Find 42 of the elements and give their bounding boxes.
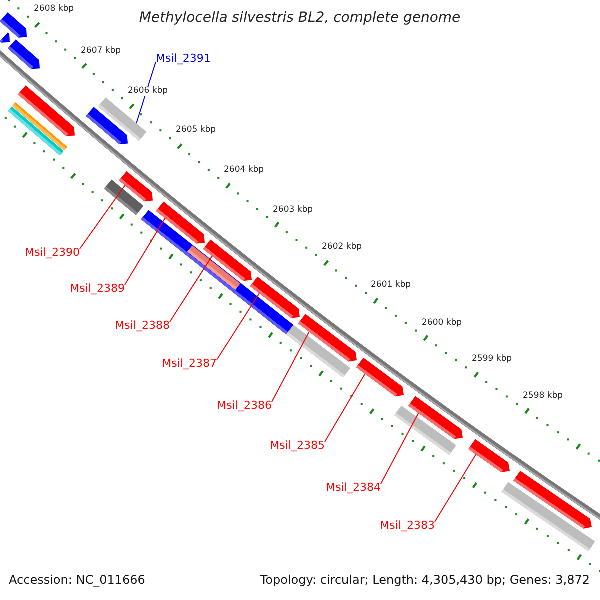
scale-label: 2598 kbp: [523, 392, 564, 400]
scale-label: 2606 kbp: [128, 87, 168, 96]
gene-label: Msil_2390: [25, 247, 80, 258]
scale-label: 2608 kbp: [34, 5, 74, 14]
gene-bar: [286, 325, 351, 378]
gene-label: Msil_2389: [70, 283, 125, 294]
gene-label: Msil_2388: [115, 320, 170, 331]
scale-label: 2601 kbp: [371, 281, 412, 290]
scale-label: 2602 kbp: [322, 243, 362, 252]
scale-label: 2603 kbp: [273, 206, 314, 214]
leader-line: [80, 185, 126, 250]
gene-block: [356, 358, 404, 397]
gene-label: Msil_2383: [380, 520, 435, 531]
title: Methylocella silvestris BL2, complete genome: [138, 11, 462, 25]
gene-label: Msil_2391: [156, 53, 211, 64]
leader-line: [434, 454, 477, 522]
leader-line: [324, 374, 366, 442]
leader-line: [170, 256, 213, 322]
gene-label: Msil_2386: [217, 400, 272, 411]
scale-label: 2605 kbp: [176, 126, 216, 134]
footer-text: Topology: circular; Length: 4,305,430 bp; Genes: 3,872: [260, 574, 590, 586]
scale-label: 2599 kbp: [472, 355, 512, 364]
scale-label: 2604 kbp: [224, 166, 264, 174]
gene-block: [468, 439, 510, 472]
gene-bar: [394, 406, 456, 456]
gene-bar: [502, 482, 596, 552]
footer-text: Accession: NC_011666: [9, 574, 146, 586]
gene-label: Msil_2387: [162, 358, 217, 369]
gene-block: [8, 40, 40, 70]
gene-block: [86, 107, 128, 144]
leader-line: [124, 218, 166, 286]
scale-label: 2607 kbp: [81, 47, 122, 56]
gene-label: Msil_2384: [326, 482, 381, 493]
leader-line: [380, 412, 420, 484]
leader-line: [272, 332, 310, 402]
leader-line: [136, 62, 156, 124]
gene-block: [0, 12, 27, 38]
gene-label: Msil_2385: [270, 440, 325, 451]
leader-line: [216, 293, 260, 360]
gene-block: [0, 32, 10, 43]
scale-label: 2600 kbp: [422, 319, 462, 328]
gene-bar: [104, 180, 144, 216]
